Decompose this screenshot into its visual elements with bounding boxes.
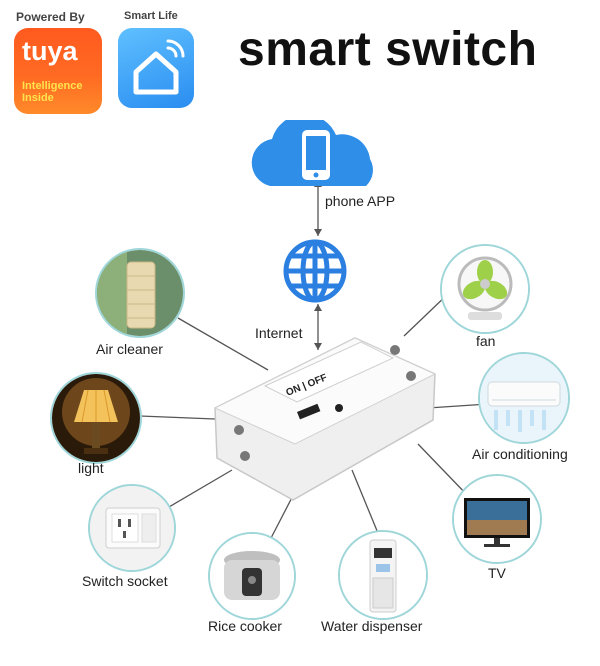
tuya-wordmark: tuya xyxy=(22,36,78,66)
globe-icon xyxy=(283,239,347,303)
air-cleaner-label: Air cleaner xyxy=(96,341,163,357)
internet-label: Internet xyxy=(255,325,303,341)
air-conditioning-label: Air conditioning xyxy=(472,446,568,462)
fan-image xyxy=(440,244,530,334)
smart-life-label: Smart Life xyxy=(124,10,178,22)
phone-app-label: phone APP xyxy=(325,193,396,209)
air-cleaner-image xyxy=(95,248,185,338)
phone-icon xyxy=(302,130,330,180)
wifi-icon xyxy=(166,39,185,58)
rice-cooker-label: Rice cooker xyxy=(208,618,282,634)
light-image xyxy=(50,372,142,464)
switch-socket-label: Switch socket xyxy=(82,573,168,589)
powered-by-label: Powered By xyxy=(16,10,85,24)
page-title: smart switch xyxy=(238,23,538,76)
cloud-icon xyxy=(251,120,373,186)
water-dispenser-label: Water dispenser xyxy=(321,618,423,634)
rice-cooker-image xyxy=(208,532,296,620)
air-conditioning-image xyxy=(478,352,570,444)
smart-life-logo xyxy=(118,28,194,108)
light-label: light xyxy=(78,460,104,476)
switch-socket-image xyxy=(88,484,176,572)
house-icon xyxy=(133,39,185,95)
smart-switch-device xyxy=(213,337,437,501)
tv-image xyxy=(452,474,542,564)
fan-label: fan xyxy=(476,333,496,349)
tuya-tagline: Intelligence Inside xyxy=(22,80,83,104)
water-dispenser-image xyxy=(338,530,428,620)
tuya-logo: tuya Intelligence Inside xyxy=(14,28,102,114)
tv-label: TV xyxy=(488,565,506,581)
